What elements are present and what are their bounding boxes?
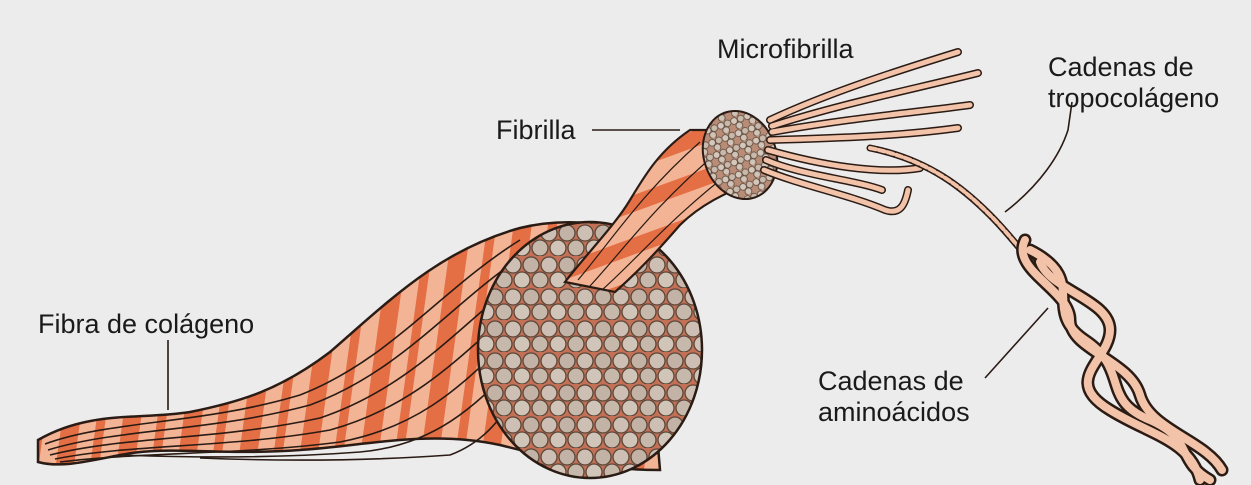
fiber-label: Fibra de colágeno	[38, 309, 254, 340]
fibril-label-text: Fibrilla	[496, 115, 576, 146]
amino-leader-line	[985, 308, 1048, 378]
amino-label-line-2: aminoácidos	[818, 397, 970, 428]
amino-label: Cadenas de aminoácidos	[818, 366, 970, 428]
microfibril-strands	[764, 52, 978, 211]
tropocollagen-label-line-2: tropocolágeno	[1048, 83, 1219, 114]
amino-label-line-1: Cadenas de	[818, 366, 970, 397]
tropocollagen-label-line-1: Cadenas de	[1048, 52, 1219, 83]
fibril-label: Fibrilla	[496, 115, 576, 146]
tropocollagen-chain	[870, 148, 1032, 262]
tropocollagen-leader-line	[1005, 102, 1072, 212]
fiber-label-text: Fibra de colágeno	[38, 309, 254, 340]
triple-helix	[1023, 240, 1222, 480]
microfibril-label-text: Microfibrilla	[717, 34, 854, 65]
tropocollagen-label: Cadenas de tropocolágeno	[1048, 52, 1219, 114]
microfibril-label: Microfibrilla	[717, 34, 854, 65]
fibril	[565, 100, 789, 292]
